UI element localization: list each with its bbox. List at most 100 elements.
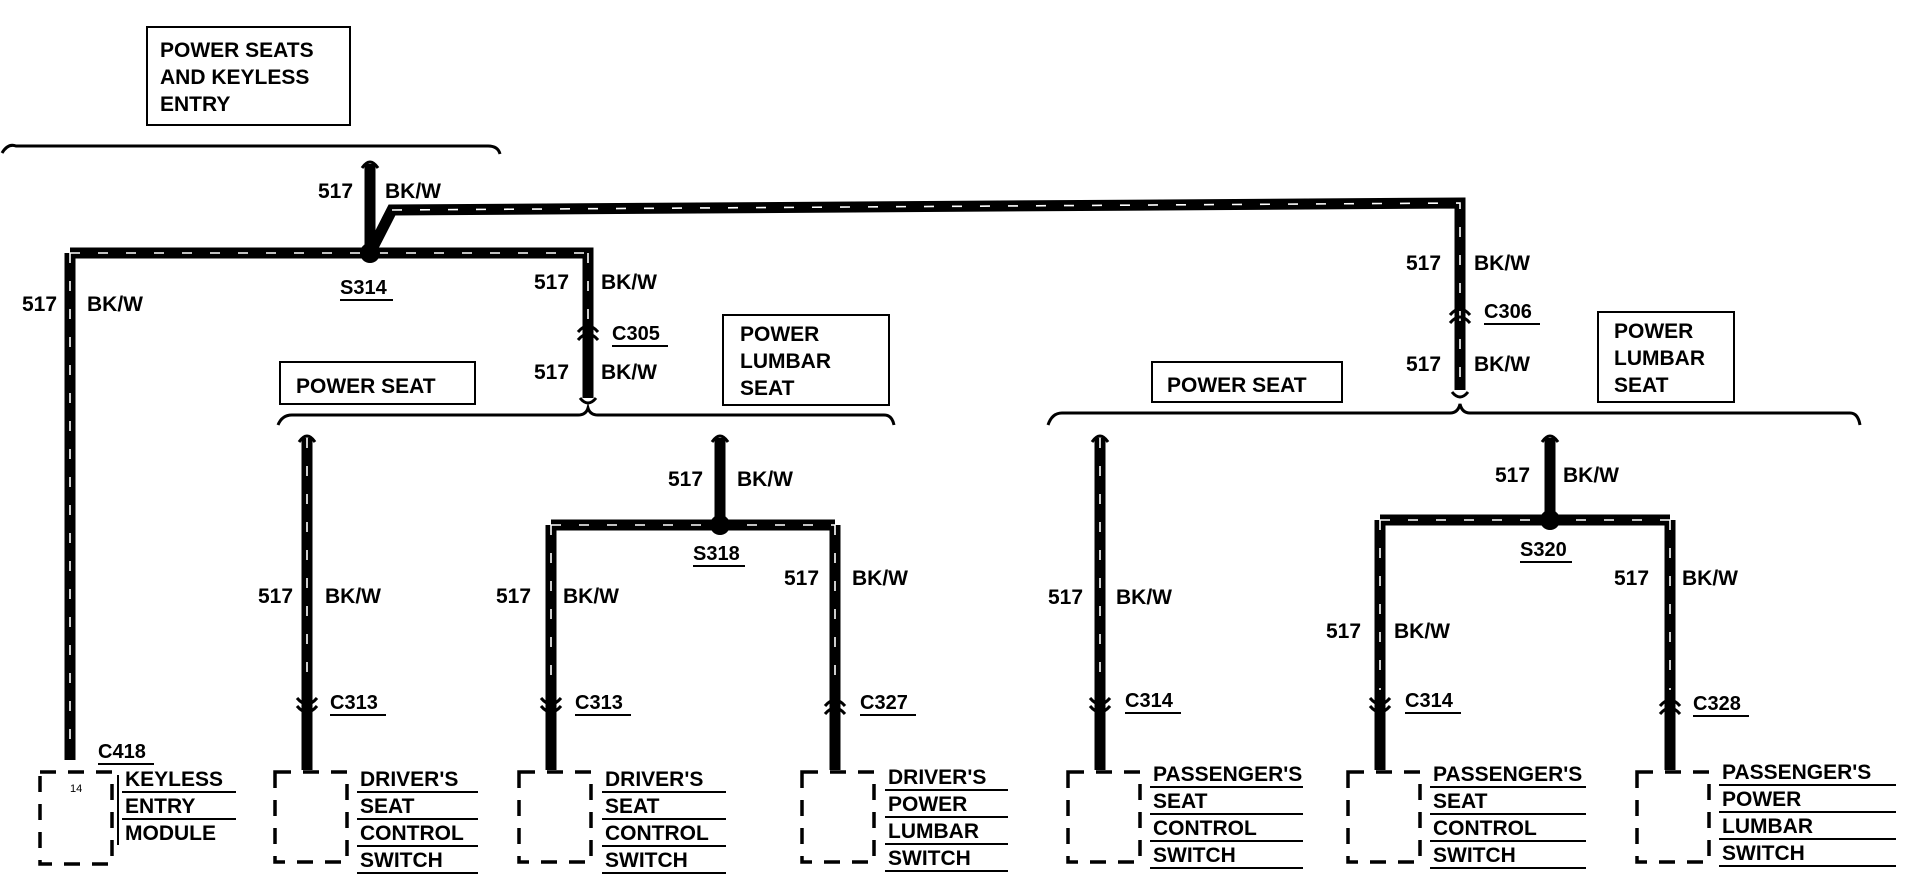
- drivers-lumbar-switch-box: [800, 770, 876, 864]
- wire-labels: 517 BK/W 517 BK/W 517 BK/W 517 BK/W 517 …: [22, 180, 1738, 643]
- connector-c314-b: C314: [1405, 690, 1454, 712]
- svg-text:BK/W: BK/W: [1116, 586, 1172, 609]
- inline-connectors: [295, 307, 1682, 716]
- svg-text:517: 517: [668, 468, 703, 491]
- svg-text:BK/W: BK/W: [87, 293, 143, 316]
- svg-text:CONTROL: CONTROL: [605, 822, 709, 845]
- power-seat-left-label: POWER SEAT: [296, 375, 436, 398]
- svg-text:BK/W: BK/W: [1474, 353, 1530, 376]
- svg-text:MODULE: MODULE: [125, 822, 216, 845]
- svg-text:BK/W: BK/W: [601, 271, 657, 294]
- svg-text:CONTROL: CONTROL: [1153, 817, 1257, 840]
- svg-text:517: 517: [1614, 567, 1649, 590]
- svg-text:BK/W: BK/W: [325, 585, 381, 608]
- svg-text:SEAT: SEAT: [1153, 790, 1208, 813]
- svg-text:SWITCH: SWITCH: [1433, 844, 1516, 867]
- connector-c306: C306: [1484, 301, 1532, 323]
- connector-c328: C328: [1693, 693, 1741, 715]
- svg-text:SEAT: SEAT: [360, 795, 415, 818]
- svg-text:517: 517: [258, 585, 293, 608]
- connector-c314-a: C314: [1125, 690, 1174, 712]
- connector-c418: C418: [98, 741, 146, 763]
- svg-text:POWER: POWER: [888, 793, 967, 816]
- svg-text:517: 517: [496, 585, 531, 608]
- svg-text:BK/W: BK/W: [1474, 252, 1530, 275]
- svg-text:BK/W: BK/W: [563, 585, 619, 608]
- svg-text:SWITCH: SWITCH: [605, 849, 688, 872]
- power-seats-keyless-box: [146, 26, 351, 126]
- svg-text:DRIVER'S: DRIVER'S: [360, 768, 458, 791]
- svg-text:BK/W: BK/W: [1394, 620, 1450, 643]
- svg-text:SEAT: SEAT: [1433, 790, 1488, 813]
- svg-text:517: 517: [1406, 252, 1441, 275]
- svg-text:CONTROL: CONTROL: [360, 822, 464, 845]
- splice-s320-dot: [1540, 510, 1560, 530]
- svg-text:BK/W: BK/W: [852, 567, 908, 590]
- drivers-seat-switch-1-box: [273, 770, 349, 864]
- svg-text:BK/W: BK/W: [601, 361, 657, 384]
- svg-text:SWITCH: SWITCH: [360, 849, 443, 872]
- svg-text:PASSENGER'S: PASSENGER'S: [1722, 761, 1871, 784]
- splice-s318-dot: [710, 515, 730, 535]
- drivers-seat-switch-2-box: [517, 770, 593, 864]
- svg-text:CONTROL: CONTROL: [1433, 817, 1537, 840]
- right-seat-bracket: [1046, 403, 1862, 426]
- wires: [64, 164, 1676, 770]
- svg-text:PASSENGER'S: PASSENGER'S: [1433, 763, 1582, 786]
- svg-text:517: 517: [534, 271, 569, 294]
- header-line-2: AND KEYLESS: [160, 66, 309, 89]
- keyless-entry-module-label: KEYLESS ENTRY MODULE: [117, 768, 236, 845]
- power-seat-right-label: POWER SEAT: [1167, 374, 1307, 397]
- svg-text:SWITCH: SWITCH: [1722, 842, 1805, 865]
- passengers-seat-switch-2-label: PASSENGER'S SEAT CONTROL SWITCH: [1430, 763, 1586, 869]
- svg-text:BK/W: BK/W: [1682, 567, 1738, 590]
- svg-text:SEAT: SEAT: [605, 795, 660, 818]
- header-line-3: ENTRY: [160, 93, 230, 116]
- keyless-entry-module-box: [38, 770, 114, 866]
- svg-text:ENTRY: ENTRY: [125, 795, 195, 818]
- svg-text:DRIVER'S: DRIVER'S: [605, 768, 703, 791]
- connector-c327: C327: [860, 692, 908, 714]
- svg-text:BK/W: BK/W: [385, 180, 441, 203]
- svg-text:LUMBAR: LUMBAR: [1722, 815, 1813, 838]
- connector-c313-a: C313: [330, 692, 378, 714]
- svg-text:POWER: POWER: [1722, 788, 1801, 811]
- pin-number: 14: [70, 783, 82, 795]
- svg-text:517: 517: [1406, 353, 1441, 376]
- power-lumbar-right-3: SEAT: [1614, 374, 1669, 397]
- svg-text:517: 517: [784, 567, 819, 590]
- svg-text:517: 517: [534, 361, 569, 384]
- drivers-seat-switch-1-label: DRIVER'S SEAT CONTROL SWITCH: [357, 768, 478, 874]
- svg-text:BK/W: BK/W: [1563, 464, 1619, 487]
- drivers-lumbar-switch-label: DRIVER'S POWER LUMBAR SWITCH: [885, 766, 1008, 872]
- splice-s320-label: S320: [1520, 539, 1567, 561]
- passengers-seat-switch-2-box: [1346, 770, 1422, 864]
- power-lumbar-left-2: LUMBAR: [740, 350, 831, 373]
- power-lumbar-right-1: POWER: [1614, 320, 1693, 343]
- power-seat-left-box: [279, 361, 476, 405]
- passengers-lumbar-switch-label: PASSENGER'S POWER LUMBAR SWITCH: [1719, 761, 1896, 867]
- passengers-lumbar-switch-box: [1635, 770, 1711, 864]
- power-lumbar-left-1: POWER: [740, 323, 819, 346]
- svg-text:SWITCH: SWITCH: [888, 847, 971, 870]
- power-lumbar-right-2: LUMBAR: [1614, 347, 1705, 370]
- drivers-seat-switch-2-label: DRIVER'S SEAT CONTROL SWITCH: [602, 768, 726, 874]
- power-lumbar-left-box: [722, 314, 890, 406]
- svg-text:SWITCH: SWITCH: [1153, 844, 1236, 867]
- left-seat-bracket: [276, 402, 896, 426]
- svg-text:PASSENGER'S: PASSENGER'S: [1153, 763, 1302, 786]
- passengers-seat-switch-1-box: [1066, 770, 1142, 864]
- top-bracket: [0, 143, 502, 155]
- splice-s314-label: S314: [340, 277, 388, 299]
- svg-text:517: 517: [1495, 464, 1530, 487]
- svg-text:KEYLESS: KEYLESS: [125, 768, 223, 791]
- svg-text:517: 517: [1048, 586, 1083, 609]
- power-lumbar-right-box: [1597, 311, 1735, 403]
- svg-text:LUMBAR: LUMBAR: [888, 820, 979, 843]
- passengers-seat-switch-1-label: PASSENGER'S SEAT CONTROL SWITCH: [1150, 763, 1303, 869]
- connector-c313-b: C313: [575, 692, 623, 714]
- header-line-1: POWER SEATS: [160, 39, 314, 62]
- svg-text:DRIVER'S: DRIVER'S: [888, 766, 986, 789]
- svg-text:517: 517: [318, 180, 353, 203]
